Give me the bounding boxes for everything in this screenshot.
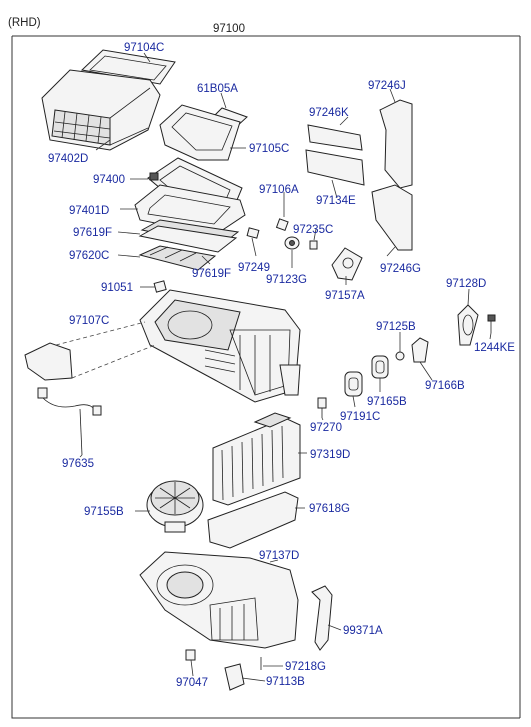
label-1244ke[interactable]: 1244KE	[474, 342, 515, 354]
label-97123g[interactable]: 97123G	[266, 274, 307, 286]
assembly-number: 97100	[213, 23, 245, 35]
washer-97125b-drawing	[395, 351, 405, 361]
blower-97155b-drawing	[146, 480, 204, 533]
actuator-97123g-drawing	[284, 236, 300, 250]
pad-97246k-drawing	[307, 124, 363, 151]
gasket-97128d-drawing	[457, 304, 479, 346]
pad-97246j-drawing	[379, 99, 413, 189]
grommet-97165b-drawing	[371, 355, 389, 379]
drain-hose-99371a-drawing	[311, 585, 333, 651]
clip-97106a-drawing	[275, 218, 289, 232]
resistor-97113b-drawing	[224, 663, 245, 691]
label-97107c[interactable]: 97107C	[69, 315, 109, 327]
label-97619f-a[interactable]: 97619F	[73, 227, 112, 239]
dashed-guide-1	[55, 321, 146, 346]
label-99371a[interactable]: 99371A	[343, 625, 383, 637]
leader-lines	[79, 52, 492, 682]
variant-label: (RHD)	[8, 17, 41, 29]
pad-97246g-drawing	[371, 184, 413, 251]
part-97047-drawing	[185, 649, 196, 661]
filter-97619f-drawing	[138, 219, 240, 253]
label-97235c[interactable]: 97235C	[293, 224, 333, 236]
label-97137d[interactable]: 97137D	[259, 550, 299, 562]
clip-97249-drawing	[246, 227, 260, 239]
evaporator-97319d-drawing	[212, 412, 301, 506]
bolt-1244ke-drawing	[487, 314, 496, 333]
valve-97270-drawing	[317, 397, 327, 418]
label-61b05a[interactable]: 61B05A	[197, 83, 238, 95]
label-97165b[interactable]: 97165B	[367, 396, 407, 408]
upper-case-97402d-drawing	[41, 69, 161, 151]
grommet-97191c-drawing	[344, 371, 363, 397]
main-housing-97107c-drawing	[139, 289, 301, 403]
label-97401d[interactable]: 97401D	[69, 205, 109, 217]
label-91051[interactable]: 91051	[101, 282, 133, 294]
label-97319d[interactable]: 97319D	[310, 449, 350, 461]
dashed-guide-2	[71, 344, 156, 379]
label-97047[interactable]: 97047	[176, 677, 208, 689]
tray-97618g-drawing	[207, 491, 299, 549]
assembly-frame	[11, 36, 520, 719]
label-97249[interactable]: 97249	[238, 262, 270, 274]
filter-97620c-drawing	[138, 245, 217, 271]
label-97155b[interactable]: 97155B	[84, 506, 124, 518]
label-97635[interactable]: 97635	[62, 458, 94, 470]
label-97246g[interactable]: 97246G	[380, 263, 421, 275]
label-97113b[interactable]: 97113B	[266, 676, 305, 688]
label-97125b[interactable]: 97125B	[376, 321, 416, 333]
duct-piece-drawing	[24, 342, 73, 381]
label-97106a[interactable]: 97106A	[259, 184, 299, 196]
label-97218g[interactable]: 97218G	[285, 661, 326, 673]
label-97620c[interactable]: 97620C	[69, 250, 109, 262]
label-97400[interactable]: 97400	[93, 174, 125, 186]
label-97246j[interactable]: 97246J	[368, 80, 406, 92]
label-97166b[interactable]: 97166B	[425, 380, 465, 392]
pad-97134e-drawing	[305, 149, 365, 186]
cover-97105c-drawing	[159, 104, 241, 161]
label-97128d[interactable]: 97128D	[446, 278, 486, 290]
label-97104c[interactable]: 97104C	[124, 42, 164, 54]
part-97166b-drawing	[411, 337, 429, 363]
part-91051-drawing	[153, 280, 167, 293]
label-97191c[interactable]: 97191C	[340, 411, 380, 423]
actuator-97157a-drawing	[331, 247, 363, 281]
label-97105c[interactable]: 97105C	[249, 143, 289, 155]
clip-97235c-drawing	[309, 240, 318, 250]
label-97157a[interactable]: 97157A	[325, 290, 365, 302]
sensor-cable-97635-drawing	[37, 387, 102, 456]
label-97618g[interactable]: 97618G	[309, 503, 350, 515]
label-97270[interactable]: 97270	[310, 422, 342, 434]
label-97619f-b[interactable]: 97619F	[192, 268, 231, 280]
lower-case-97137d-drawing	[139, 551, 299, 649]
label-97246k[interactable]: 97246K	[309, 107, 349, 119]
label-97134e[interactable]: 97134E	[316, 195, 356, 207]
label-97402d[interactable]: 97402D	[48, 153, 88, 165]
